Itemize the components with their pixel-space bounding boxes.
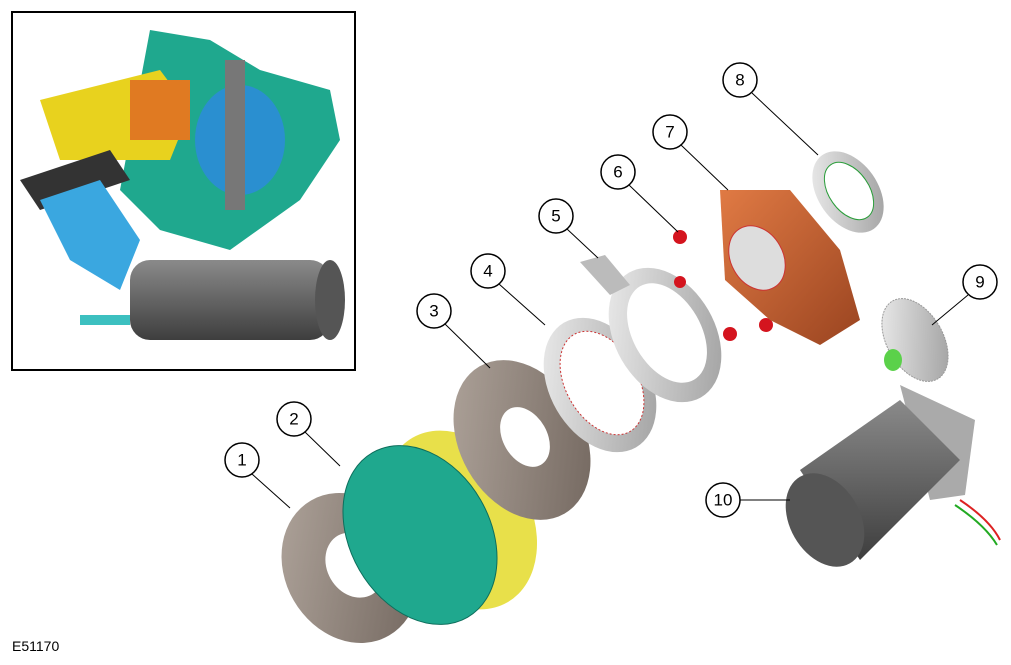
callout-8: 8 — [722, 62, 819, 156]
part-10-electric-motor — [785, 385, 1001, 567]
callout-5: 5 — [538, 198, 599, 259]
svg-text:5: 5 — [551, 207, 560, 226]
svg-text:1: 1 — [237, 451, 246, 470]
figure-id-label: E51170 — [12, 638, 60, 654]
svg-text:9: 9 — [975, 273, 984, 292]
callout-6: 6 — [600, 154, 679, 233]
part-5-ramp-plate — [580, 255, 722, 403]
svg-text:2: 2 — [289, 410, 298, 429]
callout-3: 3 — [416, 293, 491, 369]
part-9-drive-gear — [881, 298, 949, 382]
callout-1: 1 — [224, 442, 291, 509]
svg-text:6: 6 — [613, 163, 622, 182]
callout-2: 2 — [276, 401, 341, 467]
callout-7: 7 — [652, 114, 729, 191]
svg-text:10: 10 — [714, 491, 733, 510]
part-7-ball-ramp-gear — [720, 190, 860, 345]
callout-4: 4 — [470, 253, 546, 326]
svg-text:8: 8 — [735, 71, 744, 90]
callout-9: 9 — [931, 264, 998, 326]
inset-cutaway-view — [11, 11, 356, 371]
svg-text:7: 7 — [665, 123, 674, 142]
svg-text:4: 4 — [483, 262, 492, 281]
callout-10: 10 — [705, 482, 790, 518]
svg-text:3: 3 — [429, 302, 438, 321]
part-8-bearing-race — [812, 151, 884, 233]
